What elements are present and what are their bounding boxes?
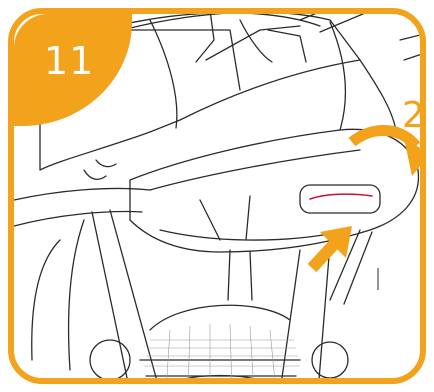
sub-step-number: 2 (402, 98, 425, 134)
curved-arrow-icon (352, 130, 426, 176)
seat-shell (130, 129, 418, 252)
step-number: 11 (44, 42, 94, 80)
illustration-frame: 11 2 (8, 8, 426, 384)
recline-handle-mark (310, 194, 372, 199)
